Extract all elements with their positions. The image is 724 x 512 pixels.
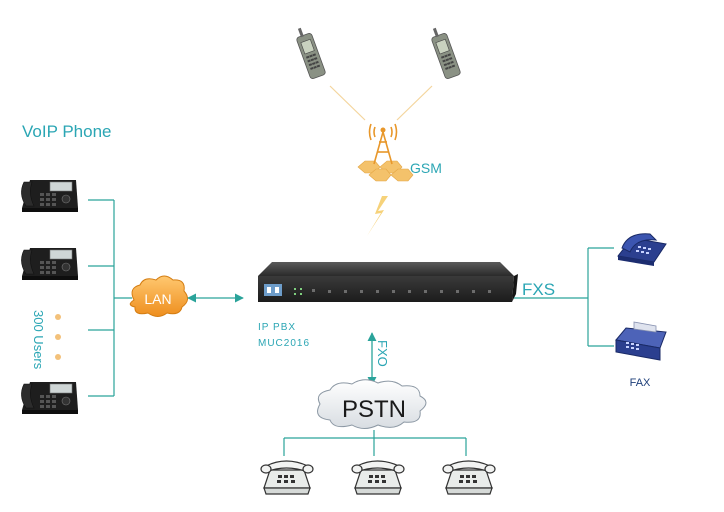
voip-phone-label: VoIP Phone — [22, 122, 112, 141]
lan-connection-lines — [88, 199, 132, 397]
analog-phone-icon — [442, 460, 496, 495]
device-type-label: IP PBX — [258, 322, 296, 333]
fxs-label: FXS — [522, 280, 555, 299]
analog-phone-icon — [260, 460, 314, 495]
analog-phone-icon — [351, 460, 405, 495]
more-users-dots — [55, 314, 61, 360]
mobile-phone-icon — [292, 24, 327, 80]
pstn-connection-lines — [283, 430, 467, 456]
lan-cloud: LAN — [129, 275, 188, 317]
ip-phone-icon — [20, 247, 79, 281]
gsm-signal-lines — [329, 85, 433, 121]
pstn-label: PSTN — [342, 396, 406, 423]
ip-phone-icon — [20, 381, 79, 415]
mobile-phone-icon — [427, 24, 462, 80]
fxs-connection-lines — [514, 247, 614, 347]
pstn-cloud: PSTN — [317, 379, 427, 429]
ip-pbx-device-icon — [258, 262, 518, 302]
wireless-bolt-icon — [367, 196, 388, 236]
fxo-label: FXO — [375, 340, 390, 367]
fax-machine-icon — [615, 321, 667, 361]
device-model-label: MUC2016 — [258, 338, 310, 349]
gsm-tower-icon — [357, 123, 414, 182]
gsm-label: GSM — [410, 160, 442, 176]
users-count-label: 300 Users — [31, 310, 46, 370]
ip-phone-icon — [20, 179, 79, 213]
lan-label: LAN — [144, 291, 171, 307]
fax-label: FAX — [630, 377, 651, 389]
fxs-phone-icon — [617, 233, 667, 266]
